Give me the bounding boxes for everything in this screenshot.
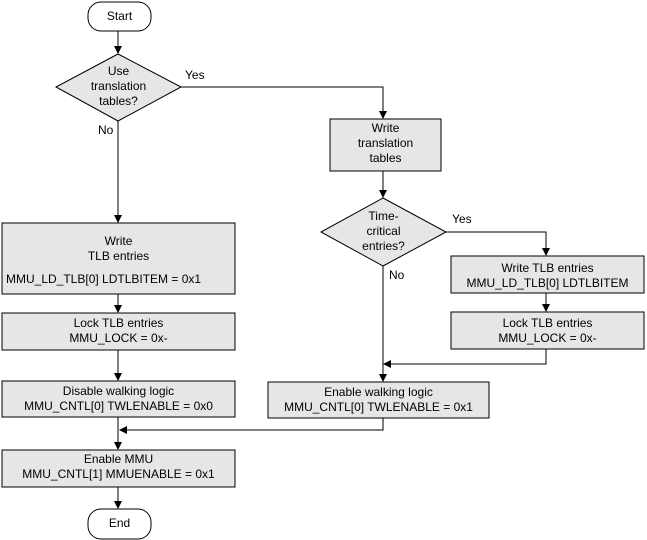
write-tables-box — [329, 118, 442, 172]
enable-walk-label: Enable walking logic MMU_CNTL[0] TWLENAB… — [284, 385, 473, 414]
no-label-1: No — [98, 123, 114, 137]
no-label-2: No — [389, 268, 405, 282]
write-tables-label: Write translation tables — [357, 121, 414, 165]
disable-walk-label: Disable walking logic MMU_CNTL[0] TWLENA… — [24, 384, 213, 413]
enable-mmu-label: Enable MMU MMU_CNTL[1] MMUENABLE = 0x1 — [22, 452, 215, 481]
start-terminal — [87, 1, 152, 32]
yes-label-1: Yes — [185, 68, 205, 82]
write-tlb-left-box — [1, 222, 236, 295]
write-tlb-left-label: Write TLB entries — [87, 234, 150, 263]
lock-tlb-right-label: Lock TLB entries MMU_LOCK = 0x- — [498, 316, 597, 345]
start-label: Start — [106, 9, 133, 23]
enable-mmu-box — [1, 449, 236, 488]
connectors — [114, 31, 550, 509]
write-tlb-right-label: Write TLB entries MMU_LD_TLB[0] LDTLBITE… — [466, 261, 629, 290]
end-terminal — [87, 508, 152, 540]
time-critical-label: Time- critical entries? — [362, 209, 405, 253]
end-label: End — [108, 516, 131, 530]
lock-tlb-right-box — [450, 311, 645, 350]
write-tlb-right-box — [450, 255, 645, 294]
write-tlb-left-register: MMU_LD_TLB[0] LDTLBITEM = 0x1 — [6, 272, 202, 286]
enable-walk-box — [267, 381, 490, 419]
disable-walk-box — [1, 380, 236, 418]
yes-label-2: Yes — [452, 212, 472, 226]
use-tables-label: Use translation tables? — [90, 64, 147, 108]
lock-tlb-left-label: Lock TLB entries MMU_LOCK = 0x- — [69, 316, 168, 345]
